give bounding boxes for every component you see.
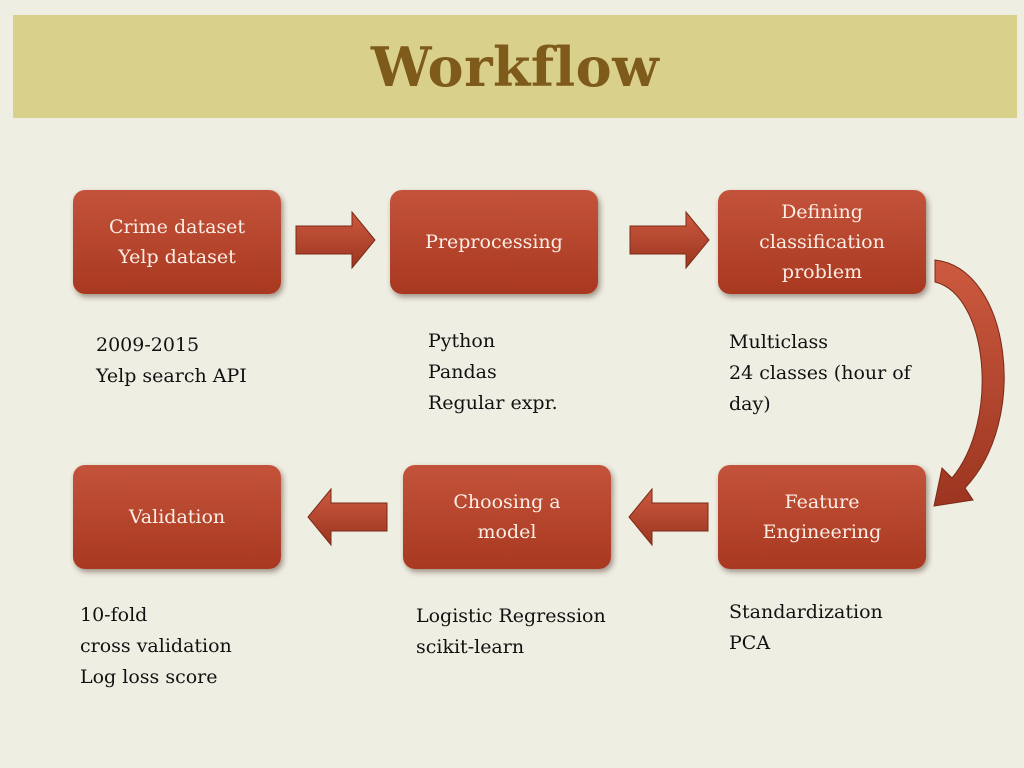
step-box-model: Choosing a model [403,465,611,569]
note-features: Standardization PCA [729,597,883,659]
note-line: 10-fold [80,604,148,626]
title-banner: Workflow [13,15,1017,118]
note-line: day) [729,393,771,415]
curved-arrow-icon [933,259,1005,507]
note-line: 24 classes (hour of [729,362,911,384]
note-line: cross validation [80,635,232,657]
arrow-right-icon [295,210,376,270]
note-line: Multiclass [729,331,829,353]
box-line: Validation [128,506,226,528]
note-line: scikit-learn [416,636,525,658]
box-line: Preprocessing [425,231,563,253]
step-box-validation: Validation [73,465,281,569]
box-line: Crime dataset [108,216,246,238]
box-line: Feature [784,491,860,513]
arrow-left-icon [307,487,388,547]
note-line: Pandas [428,361,497,383]
box-line: classification [759,231,885,253]
box-line: Choosing a [453,491,561,513]
note-preprocessing: Python Pandas Regular expr. [428,326,558,419]
note-line: Python [428,330,496,352]
step-box-problem: Defining classification problem [718,190,926,294]
box-line: model [477,521,537,543]
note-validation: 10-fold cross validation Log loss score [80,600,232,693]
note-model: Logistic Regression scikit-learn [416,601,606,663]
note-data: 2009-2015 Yelp search API [96,330,247,392]
box-line: Defining [781,201,863,223]
note-line: Standardization [729,601,883,623]
note-problem: Multiclass 24 classes (hour of day) [729,327,911,420]
note-line: Logistic Regression [416,605,606,627]
arrow-left-icon [628,487,709,547]
note-line: Yelp search API [96,365,247,387]
arrow-right-icon [629,210,710,270]
box-line: Yelp dataset [118,246,236,268]
slide-title: Workflow [370,34,660,99]
step-box-features: Feature Engineering [718,465,926,569]
step-box-preprocessing: Preprocessing [390,190,598,294]
box-line: problem [781,261,863,283]
note-line: Log loss score [80,666,218,688]
box-line: Engineering [762,521,882,543]
note-line: PCA [729,632,771,654]
step-box-data: Crime dataset Yelp dataset [73,190,281,294]
note-line: 2009-2015 [96,334,200,356]
note-line: Regular expr. [428,392,558,414]
